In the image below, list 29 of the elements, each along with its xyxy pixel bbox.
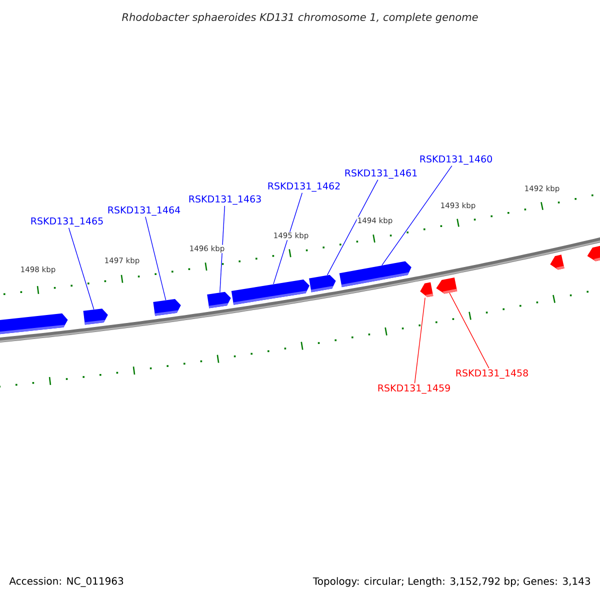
gene-label: RSKD131_1462 xyxy=(268,182,340,192)
gene-block xyxy=(207,292,231,308)
gene-label: RSKD131_1460 xyxy=(420,155,492,165)
gene-label: RSKD131_1465 xyxy=(31,217,103,227)
gene-block xyxy=(309,274,336,292)
leader-line xyxy=(220,206,226,293)
gene-label: RSKD131_1458 xyxy=(456,369,528,379)
gene-label: RSKD131_1463 xyxy=(189,195,261,205)
gene-block xyxy=(420,282,434,298)
leader-line xyxy=(326,180,378,276)
gene-block xyxy=(587,244,600,262)
leader-line xyxy=(449,292,490,368)
leader-line xyxy=(382,166,452,266)
gene-block xyxy=(436,277,458,294)
gene-label: RSKD131_1464 xyxy=(108,206,180,216)
leader-line xyxy=(145,216,166,300)
leader-line xyxy=(68,228,94,310)
gene-block xyxy=(153,299,181,316)
leader-line xyxy=(414,297,426,384)
gene-label: RSKD131_1459 xyxy=(378,384,450,394)
gene-block xyxy=(550,254,564,270)
gene-block xyxy=(83,308,108,325)
gene-block xyxy=(0,313,68,335)
gene-label: RSKD131_1461 xyxy=(345,169,417,179)
leader-line xyxy=(273,192,303,284)
title: Rhodobacter sphaeroides KD131 chromosome 1, complete genome xyxy=(122,12,478,24)
gene-block xyxy=(339,261,412,288)
footer-text: Accession: NC_011963 xyxy=(9,577,124,587)
footer-text: Topology: circular; Length: 3,152,792 bp; Genes: 3,143 xyxy=(312,577,590,587)
